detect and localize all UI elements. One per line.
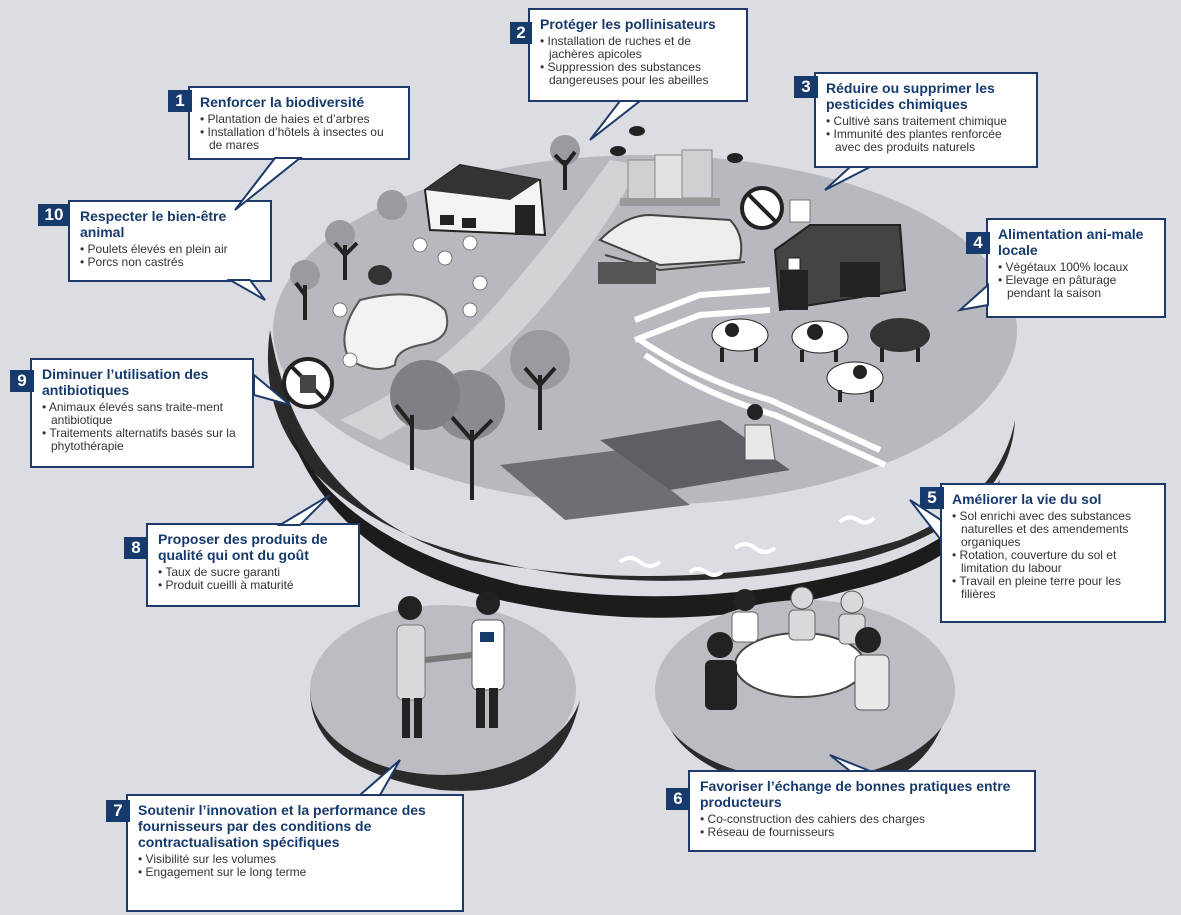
- fence: [633, 287, 887, 468]
- greenhouse-icon: [598, 213, 746, 284]
- list-item: Visibilité sur les volumes: [138, 853, 454, 866]
- callout-number: 8: [124, 537, 148, 559]
- callout-number: 1: [168, 90, 192, 112]
- left-island: [310, 605, 580, 791]
- callout-number: 4: [966, 232, 990, 254]
- callout-number: 2: [510, 22, 532, 44]
- crop-field: [500, 420, 790, 520]
- callout-2: 2 Protéger les pollinisateurs Installati…: [510, 8, 748, 102]
- meeting-table-icon: [705, 586, 890, 711]
- farmhouse: [423, 163, 547, 237]
- carrefour-logo-icon: [480, 632, 494, 642]
- list-item: Engagement sur le long terme: [138, 866, 454, 879]
- list-item: Immunité des plantes renforcée avec des …: [826, 128, 1028, 154]
- callout-7: 7 Soutenir l’innovation et la performanc…: [106, 794, 464, 912]
- worm-icon: [618, 515, 876, 577]
- list-item: Produit cueilli à maturité: [158, 579, 350, 592]
- callout-title: Renforcer la biodiversité: [200, 94, 365, 110]
- cow-icon: [711, 318, 930, 402]
- callout-9: 9 Diminuer l’utilisation des antibiotiqu…: [10, 358, 254, 468]
- handshake-icon: [396, 591, 505, 738]
- list-item: Travail en pleine terre pour les filière…: [952, 575, 1156, 601]
- callout-title: Protéger les pollinisateurs: [540, 16, 716, 32]
- callout-number: 7: [106, 800, 130, 822]
- list-item: Végétaux 100% locaux: [998, 261, 1156, 274]
- beehive-icon: [620, 149, 720, 206]
- no-pesticide-icon: [740, 186, 811, 230]
- callout-8: 8 Proposer des produits de qualité qui o…: [124, 523, 360, 607]
- barn-icon: [773, 224, 907, 312]
- tree-icon: [290, 135, 580, 500]
- list-item: Suppression des substances dangereuses p…: [540, 61, 738, 87]
- callout-title: Alimentation ani-male locale: [998, 226, 1144, 258]
- list-item: Poulets élevés en plein air: [80, 243, 262, 256]
- list-item: Rotation, couverture du sol et limitatio…: [952, 549, 1156, 575]
- list-item: Réseau de fournisseurs: [700, 826, 1026, 839]
- callout-1: 1 Renforcer la biodiversité Plantation d…: [168, 86, 410, 160]
- list-item: Porcs non castrés: [80, 256, 262, 269]
- rooster-icon: [368, 265, 392, 285]
- callout-6: 6 Favoriser l’échange de bonnes pratique…: [666, 770, 1036, 852]
- no-antibiotic-icon: [282, 357, 334, 409]
- list-item: Plantation de haies et d’arbres: [200, 113, 400, 126]
- callout-title: Favoriser l’échange de bonnes pratiques …: [700, 778, 1011, 810]
- list-item: Cultivé sans traitement chimique: [826, 115, 1028, 128]
- callout-number: 9: [10, 370, 34, 392]
- list-item: Elevage en pâturage pendant la saison: [998, 274, 1156, 300]
- path: [340, 160, 640, 440]
- callout-title: Diminuer l’utilisation des antibiotiques: [42, 366, 209, 398]
- list-item: Sol enrichi avec des substances naturell…: [952, 510, 1156, 549]
- callout-title: Réduire ou supprimer les pesticides chim…: [826, 80, 995, 112]
- callout-title: Soutenir l’innovation et la performance …: [138, 802, 426, 850]
- list-item: Installation de ruches et de jachères ap…: [540, 35, 738, 61]
- callout-5: 5 Améliorer la vie du sol Sol enrichi av…: [920, 483, 1166, 623]
- callout-number: 3: [794, 76, 818, 98]
- callout-number: 10: [38, 204, 70, 226]
- chicken-icon: [332, 235, 488, 368]
- list-item: Co-construction des cahiers des charges: [700, 813, 1026, 826]
- list-item: Installation d’hôtels à insectes ou de m…: [200, 126, 400, 152]
- callout-10: 10 Respecter le bien-être animal Poulets…: [38, 200, 272, 282]
- callout-title: Respecter le bien-être animal: [80, 208, 227, 240]
- list-item: Animaux élevés sans traite-ment antibiot…: [42, 401, 244, 427]
- callout-4: 4 Alimentation ani-male locale Végétaux …: [966, 218, 1166, 318]
- callout-title: Proposer des produits de qualité qui ont…: [158, 531, 328, 563]
- farmer-icon: [744, 404, 776, 461]
- list-item: Taux de sucre garanti: [158, 566, 350, 579]
- list-item: Traitements alternatifs basés sur la phy…: [42, 427, 244, 453]
- callout-number: 6: [666, 788, 690, 810]
- callout-title: Améliorer la vie du sol: [952, 491, 1102, 507]
- callout-number: 5: [920, 487, 944, 509]
- callout-3: 3 Réduire ou supprimer les pesticides ch…: [794, 72, 1038, 168]
